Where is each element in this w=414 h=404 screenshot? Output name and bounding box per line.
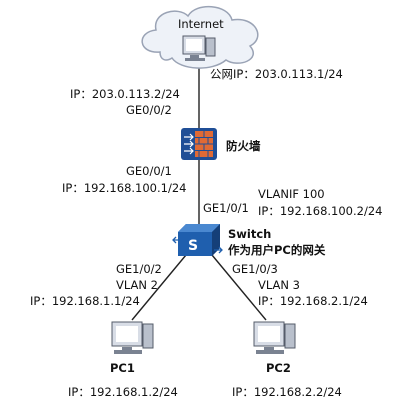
firewall-icon <box>181 128 217 160</box>
switch-role: 作为用户PC的网关 <box>228 243 326 257</box>
pc2-icon <box>253 321 296 354</box>
switch-right-port: GE1/0/3 <box>232 262 278 276</box>
svg-text:S: S <box>188 238 198 254</box>
internet-public-ip: 公网IP：203.0.113.1/24 <box>210 67 343 81</box>
switch-left-ip: IP：192.168.1.1/24 <box>30 294 140 308</box>
firewall-up-ip: IP：203.0.113.2/24 <box>70 87 180 101</box>
pc1-ip: IP：192.168.1.2/24 <box>68 385 178 399</box>
switch-up-port: GE1/0/1 <box>203 201 249 215</box>
firewall-name: 防火墙 <box>226 139 261 153</box>
pc2-ip: IP：192.168.2.2/24 <box>232 385 342 399</box>
pc2-name: PC2 <box>266 361 291 375</box>
link-switch-pc2 <box>211 254 267 321</box>
switch-left-vlan: VLAN 2 <box>116 278 158 292</box>
internet-server-icon <box>182 35 216 61</box>
switch-icon: S <box>172 224 223 256</box>
switch-name: Switch <box>228 227 271 241</box>
switch-left-port: GE1/0/2 <box>116 262 162 276</box>
link-switch-pc1 <box>131 254 187 321</box>
firewall-down-ip: IP：192.168.100.1/24 <box>62 181 186 195</box>
switch-vlanif: VLANIF 100 <box>258 187 325 201</box>
switch-right-ip: IP：192.168.2.1/24 <box>258 294 368 308</box>
pc1-name: PC1 <box>110 361 135 375</box>
pc1-icon <box>111 321 154 354</box>
internet-label: Internet <box>178 17 224 31</box>
switch-vlanif-ip: IP：192.168.100.2/24 <box>258 204 382 218</box>
firewall-up-port: GE0/0/2 <box>126 103 172 117</box>
firewall-down-port: GE0/0/1 <box>126 164 172 178</box>
switch-right-vlan: VLAN 3 <box>258 278 300 292</box>
